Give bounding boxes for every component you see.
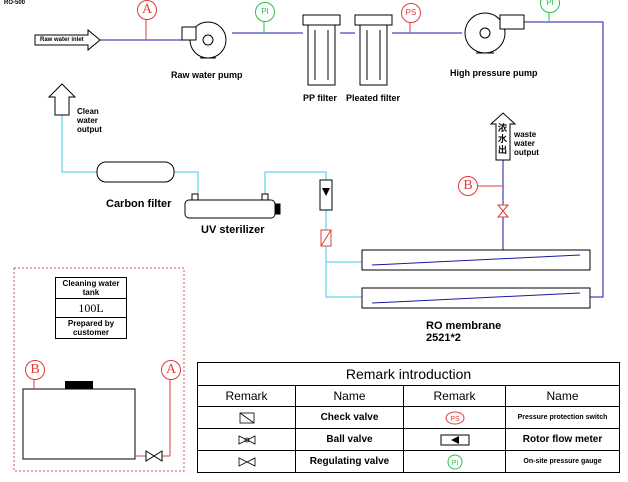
pp-filter-icon bbox=[302, 14, 341, 86]
waste-water-output-arrow bbox=[489, 112, 517, 161]
waste-water-output-label: waste water output bbox=[514, 130, 539, 157]
ball-valve-icon bbox=[145, 450, 163, 462]
rotor-flow-meter-name: Rotor flow meter bbox=[504, 428, 621, 451]
table-row: Regulating valve PI On-site pressure gau… bbox=[197, 450, 621, 473]
table-row: Ball valve Rotor flow meter bbox=[197, 428, 621, 451]
instrument-a-tank: A bbox=[161, 360, 181, 380]
high-pressure-pump-icon bbox=[464, 12, 525, 54]
pp-filter-label: PP filter bbox=[303, 93, 337, 103]
instrument-b-tank: B bbox=[25, 360, 45, 380]
carbon-filter-icon bbox=[96, 161, 175, 183]
pleated-filter-icon bbox=[354, 14, 393, 86]
ps-symbol: PS bbox=[403, 406, 506, 429]
raw-water-inlet-arrow bbox=[34, 28, 101, 52]
tank-note: Prepared by customer bbox=[67, 319, 115, 337]
regulating-valve-icon bbox=[496, 204, 510, 218]
rotor-flow-meter-icon bbox=[440, 434, 469, 445]
clean-water-output-arrow bbox=[47, 83, 77, 116]
ro-membrane-label: RO membrane 2521*2 bbox=[426, 320, 502, 344]
instrument-b-concentrate: B bbox=[458, 176, 478, 196]
raw-water-inlet-label: Raw water inlet bbox=[40, 37, 84, 43]
header-name-2: Name bbox=[504, 385, 621, 407]
ball-valve-icon bbox=[238, 434, 255, 445]
header-remark-1: Remark bbox=[197, 385, 296, 407]
pressure-gauge-icon: PI bbox=[447, 454, 462, 469]
check-valve-icon bbox=[320, 229, 332, 247]
cleaning-system-border bbox=[13, 267, 185, 472]
model-label: RO-500 bbox=[4, 0, 26, 6]
waste-chinese-label: 浓 水 出 bbox=[498, 124, 508, 156]
ball-valve-symbol bbox=[197, 428, 296, 451]
regulating-valve-name: Regulating valve bbox=[295, 450, 404, 473]
pressure-switch-ps: PS bbox=[401, 3, 421, 23]
tank-title: Cleaning water tank bbox=[56, 278, 126, 299]
regulating-valve-symbol bbox=[197, 450, 296, 473]
rotor-flow-meter-icon bbox=[319, 179, 333, 211]
pleated-filter-label: Pleated filter bbox=[346, 93, 401, 103]
header-remark-2: Remark bbox=[403, 385, 506, 407]
remark-table-title: Remark introduction bbox=[196, 362, 621, 386]
pi-symbol: PI bbox=[403, 450, 506, 473]
cleaning-tank-info: Cleaning water tank 100L Prepared by cus… bbox=[55, 277, 127, 339]
check-valve-symbol bbox=[197, 406, 296, 429]
tank-outlet-line bbox=[135, 376, 171, 457]
header-name-1: Name bbox=[295, 385, 404, 407]
instrument-a-top: A bbox=[137, 0, 157, 20]
pressure-switch-icon: PS bbox=[445, 411, 464, 424]
ro-membrane-icon bbox=[361, 249, 591, 309]
tank-capacity: 100L bbox=[56, 299, 126, 318]
flow-meter-symbol bbox=[403, 428, 506, 451]
pressure-gauge-pi-1: PI bbox=[255, 2, 275, 22]
clean-water-output-label: Clean water output bbox=[77, 107, 102, 134]
pressure-gauge-name: On-site pressure gauge bbox=[504, 450, 621, 473]
regulating-valve-icon bbox=[238, 456, 255, 467]
high-pressure-pump-label: High pressure pump bbox=[450, 68, 538, 78]
cleaning-tank-icon bbox=[22, 376, 136, 460]
raw-water-pump-label: Raw water pump bbox=[171, 70, 243, 80]
remark-table: Remark introduction Remark Name Remark N… bbox=[196, 362, 621, 473]
check-valve-name: Check valve bbox=[295, 406, 404, 429]
pressure-switch-name: Pressure protection switch bbox=[504, 406, 621, 429]
pi-symbol-text: PI bbox=[451, 460, 458, 467]
ball-valve-name: Ball valve bbox=[295, 428, 404, 451]
raw-water-pump-icon bbox=[181, 21, 227, 59]
product-lines bbox=[61, 115, 362, 298]
carbon-filter-label: Carbon filter bbox=[106, 198, 172, 210]
ps-symbol-text: PS bbox=[450, 416, 460, 423]
uv-sterilizer-label: UV sterilizer bbox=[201, 224, 265, 236]
table-row: Check valve PS Pressure protection switc… bbox=[197, 406, 621, 429]
uv-sterilizer-icon bbox=[184, 193, 281, 219]
check-valve-icon bbox=[239, 412, 254, 423]
